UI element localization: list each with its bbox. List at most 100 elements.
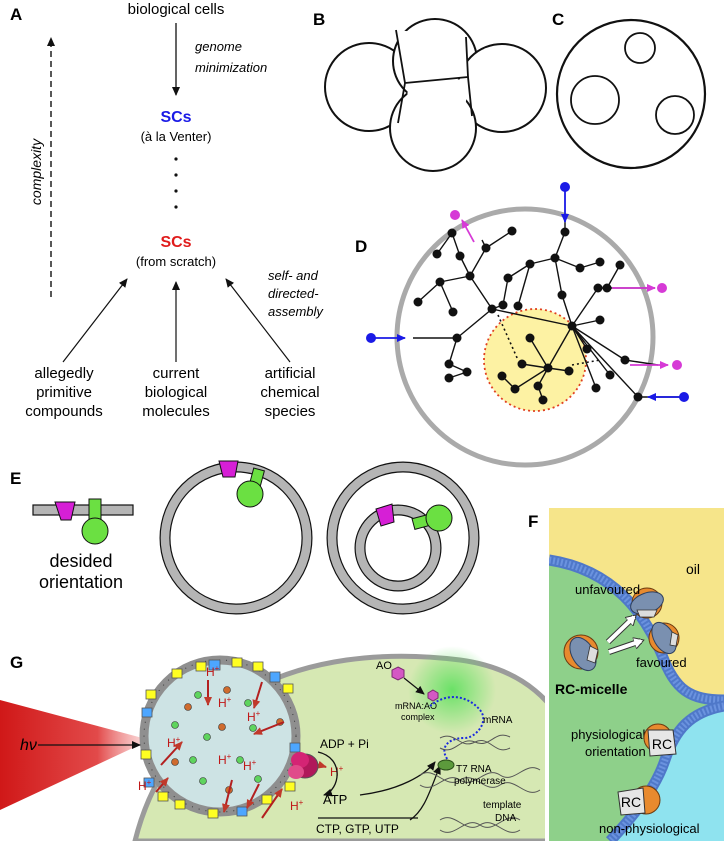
non-physiological-label: non-physiological — [599, 821, 700, 836]
panel-f: F oil unfavoured favoured RC-micelle phy… — [528, 508, 724, 841]
panel-label-b: B — [313, 10, 325, 29]
vesicle-2-membrane — [327, 462, 479, 614]
rc-micelle-label: RC-micelle — [555, 681, 628, 697]
ao-label: AO — [376, 660, 392, 672]
arrow-to-unfavoured — [606, 615, 636, 644]
template-label-2: DNA — [495, 813, 516, 824]
primitive-line-3: compounds — [25, 403, 103, 420]
arrow-to-favoured — [608, 639, 642, 654]
self-label-3: assembly — [268, 304, 324, 319]
vesicle-2-magenta-protein — [375, 503, 395, 527]
rc-physiological: RC — [643, 723, 677, 757]
panel-b: B — [313, 10, 547, 172]
micelle-free — [563, 634, 599, 672]
t7-label-2: polymerase — [454, 776, 506, 787]
vesicle-1-magenta-protein — [218, 460, 239, 478]
artificial-line-2: chemical — [260, 384, 319, 401]
panel-label-a: A — [10, 5, 22, 24]
magenta-protein — [54, 501, 76, 521]
svg-text:H+: H+ — [330, 764, 344, 779]
panel-c: C — [552, 10, 707, 170]
t7-label-1: T7 RNA — [456, 764, 492, 775]
panel-g: G hν — [0, 646, 545, 841]
atp-synthesis-arrow — [317, 751, 338, 797]
rc-nonphysiological: RC — [617, 785, 661, 816]
ellipsis-dots — [174, 157, 178, 209]
self-label-1: self- and — [268, 268, 319, 283]
vesicle-2-inner-membrane — [355, 505, 441, 591]
genome-label: genome — [195, 39, 242, 54]
primitive-line-2: primitive — [36, 384, 92, 401]
complexity-label: complexity — [28, 138, 44, 205]
sc-scratch-label: SCs — [160, 234, 191, 251]
atp-synthase — [288, 752, 319, 779]
fluorescence-glow — [408, 646, 496, 734]
orientation-label: orientation — [39, 572, 123, 592]
vesicle-1-membrane — [160, 462, 312, 614]
primitive-line-1: allegedly — [34, 365, 94, 382]
template-dna — [419, 734, 541, 833]
adp-label: ADP + Pi — [320, 737, 369, 751]
membrane-segment — [32, 504, 134, 516]
panel-label-g: G — [10, 653, 23, 672]
panel-d: D — [355, 182, 689, 468]
ntp-label: CTP, GTP, UTP — [316, 822, 399, 836]
output-arrows — [450, 210, 682, 370]
template-label-1: template — [483, 800, 522, 811]
rc-label-2: RC — [621, 794, 641, 810]
minimization-label: minimization — [195, 60, 267, 75]
biological-cells-label: biological cells — [128, 1, 225, 18]
svg-text:H+: H+ — [167, 735, 181, 750]
svg-text:H+: H+ — [206, 664, 220, 679]
outer-compartment — [555, 18, 707, 170]
panel-label-e: E — [10, 469, 21, 488]
biological-line-1: current — [153, 365, 201, 382]
bound-ao — [427, 689, 439, 702]
atp-to-polymerase-arrow — [359, 761, 436, 796]
mrna-ao-label-1: mRNA:AO — [395, 701, 437, 711]
vesicle-1-green-head — [236, 480, 264, 508]
green-protein-head — [81, 517, 109, 545]
svg-text:H+: H+ — [218, 752, 232, 767]
svg-text:H+: H+ — [243, 758, 257, 773]
biological-line-3: molecules — [142, 403, 210, 420]
ao-molecule — [391, 666, 405, 681]
ao-binding-arrow — [403, 677, 425, 695]
dotted-links — [497, 314, 601, 366]
unfavoured-label: unfavoured — [575, 582, 640, 597]
vesicle-2-green-head — [425, 504, 453, 532]
hv-label: hν — [20, 737, 37, 754]
oil-label: oil — [686, 561, 700, 577]
atp-label: ATP — [323, 792, 347, 807]
svg-text:H+: H+ — [138, 778, 152, 793]
panel-label-d: D — [355, 237, 367, 256]
proton-labels: H+ H+ H+ H+ H+ H+ H+ H+ H+ — [138, 664, 344, 813]
inner-vesicle-2 — [570, 75, 620, 125]
network-nodes — [413, 226, 643, 405]
desided-label: desided — [49, 551, 112, 571]
primitive-arrow — [62, 278, 128, 363]
svg-text:H+: H+ — [247, 709, 261, 724]
artificial-line-3: species — [265, 403, 316, 420]
sc-venter-label: SCs — [160, 109, 191, 126]
micelle-favoured — [648, 621, 680, 655]
favoured-label: favoured — [636, 655, 687, 670]
orientation-label-f: orientation — [585, 744, 646, 759]
artificial-arrow — [225, 278, 291, 363]
light-beam — [0, 700, 150, 810]
artificial-line-1: artificial — [265, 365, 316, 382]
scratch-sub-label: (from scratch) — [136, 254, 216, 269]
inner-vesicle-3 — [655, 95, 695, 135]
membrane-proteins — [140, 657, 305, 819]
svg-text:H+: H+ — [290, 798, 304, 813]
monolayer-bottom-heads — [607, 702, 724, 841]
panel-label-c: C — [552, 10, 564, 29]
t7-polymerase — [437, 759, 455, 771]
panel-e: E desided orientation — [10, 460, 480, 615]
panel-a: A biological cells genome minimization S… — [10, 1, 324, 420]
ntp-arrow — [409, 765, 441, 821]
micelle-unfavoured — [630, 587, 664, 619]
physiological-label: physiological — [571, 727, 646, 742]
svg-text:H+: H+ — [218, 695, 232, 710]
